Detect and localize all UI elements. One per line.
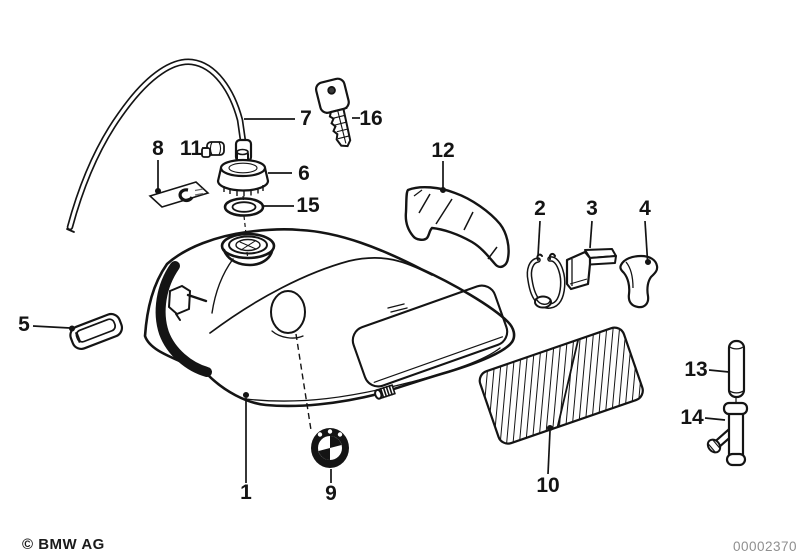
tank-pad-mat: [478, 324, 646, 447]
drain-pipe: [706, 401, 749, 467]
callout-11: 11: [179, 137, 203, 160]
cover-shield: [404, 185, 510, 269]
emblem-recess: [270, 290, 306, 334]
copyright-text: © BMW AG: [22, 536, 105, 553]
gasket-ring: [223, 197, 265, 217]
rubber-plate: [69, 312, 124, 350]
callout-13: 13: [684, 358, 708, 381]
angle-bracket: [565, 248, 617, 291]
tank-tunnel-shadow: [155, 261, 212, 377]
knee-pad-panel: [351, 284, 509, 388]
callout-15: 15: [296, 194, 320, 217]
filler-neck: [220, 232, 276, 267]
fuel-tank-drawing: [143, 228, 516, 408]
callout-10: 10: [536, 474, 560, 497]
callout-8: 8: [152, 137, 164, 160]
callout-14: 14: [680, 406, 704, 429]
callout-7: 7: [300, 107, 312, 130]
callout-12: 12: [431, 139, 455, 162]
fuel-cap: [216, 148, 270, 197]
warning-sticker: [148, 181, 210, 208]
callout-16: 16: [359, 107, 383, 130]
hose-clamp: [201, 141, 225, 158]
fuel-hose-piece: [727, 339, 746, 404]
callout-4: 4: [639, 197, 651, 220]
diagram-number: 00002370: [733, 539, 798, 554]
cap-alignment-line: [242, 195, 249, 258]
rubber-cover: [619, 254, 659, 309]
wire-clip: [526, 252, 566, 309]
callout-1: 1: [240, 481, 252, 504]
callout-3: 3: [586, 197, 598, 220]
callout-5: 5: [18, 313, 30, 336]
bmw-emblem: [311, 428, 349, 468]
tank-front-bracket: [167, 284, 208, 321]
callout-2: 2: [534, 197, 546, 220]
tank-screw: [374, 384, 396, 400]
tank-silhouette: [143, 228, 516, 408]
tank-key: [314, 77, 352, 148]
callout-9: 9: [325, 482, 337, 505]
leader-lines: [32, 117, 730, 483]
callout-6: 6: [298, 162, 310, 185]
